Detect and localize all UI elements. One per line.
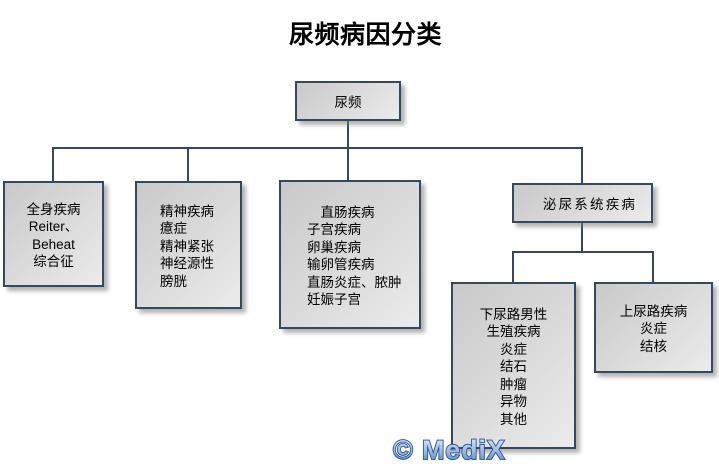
- svg-text:© MediX: © MediX: [393, 435, 506, 464]
